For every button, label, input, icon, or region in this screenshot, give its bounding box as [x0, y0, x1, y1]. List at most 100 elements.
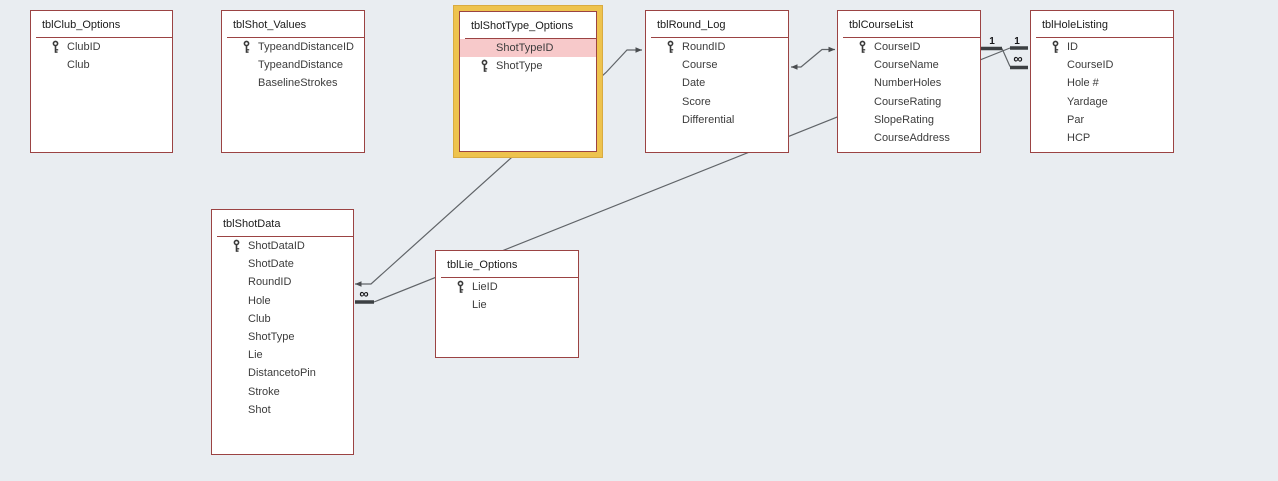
primary-key-icon [51, 40, 60, 54]
title-underline [1036, 37, 1173, 38]
field-row-differential[interactable]: Differential [646, 111, 788, 129]
field-row-shot[interactable]: Shot [212, 401, 353, 419]
field-name-label: ShotType [248, 331, 295, 344]
field-row-course[interactable]: Course [646, 56, 788, 74]
field-name-label: Shot [248, 403, 271, 416]
field-row-shottype[interactable]: ShotType [460, 57, 596, 75]
field-row-baselinestrokes[interactable]: BaselineStrokes [222, 74, 364, 92]
title-underline [217, 236, 353, 237]
field-row-shotdataid[interactable]: ShotDataID [212, 237, 353, 255]
primary-key-icon [1051, 40, 1060, 54]
field-name-label: Lie [472, 299, 487, 312]
field-name-label: ShotTypeID [496, 42, 554, 55]
field-row-hcp[interactable]: HCP [1031, 129, 1173, 147]
field-row-club[interactable]: Club [31, 56, 172, 74]
table-title-bar[interactable]: tblClub_Options [31, 11, 172, 38]
primary-key-icon [480, 59, 489, 73]
field-row-lie[interactable]: Lie [212, 346, 353, 364]
field-name-label: RoundID [682, 41, 726, 54]
table-name-label: tblCourseList [849, 19, 914, 31]
field-name-label: TypeandDistance [258, 59, 343, 72]
field-row-lieid[interactable]: LieID [436, 278, 578, 296]
primary-key-icon [666, 40, 675, 54]
table-title-bar[interactable]: tblLie_Options [436, 251, 578, 278]
field-name-label: TypeandDistanceID [258, 41, 354, 54]
field-row-courseid[interactable]: CourseID [838, 38, 980, 56]
field-row-yardage[interactable]: Yardage [1031, 93, 1173, 111]
cardinality-label: 1 [989, 36, 995, 47]
field-row-shottype[interactable]: ShotType [212, 328, 353, 346]
field-row-roundid[interactable]: RoundID [646, 38, 788, 56]
field-row-sloperating[interactable]: SlopeRating [838, 111, 980, 129]
field-name-label: Differential [682, 113, 735, 126]
table-name-label: tblClub_Options [42, 19, 121, 31]
field-row-id[interactable]: ID [1031, 38, 1173, 56]
relationship-line-shotdata-roundlog[interactable] [355, 47, 642, 287]
title-underline [227, 37, 364, 38]
field-name-label: CourseAddress [874, 132, 950, 145]
field-row-lie[interactable]: Lie [436, 296, 578, 314]
field-row-shottypeid[interactable]: ShotTypeID [460, 39, 596, 58]
table-title-bar[interactable]: tblRound_Log [646, 11, 788, 38]
table-name-label: tblHoleListing [1042, 19, 1109, 31]
field-row-hole[interactable]: Hole [212, 292, 353, 310]
field-name-label: ShotDataID [248, 240, 305, 253]
field-name-label: CourseID [874, 41, 921, 54]
field-name-label: CourseRating [874, 95, 942, 108]
field-row-courserating[interactable]: CourseRating [838, 93, 980, 111]
field-row-par[interactable]: Par [1031, 111, 1173, 129]
field-row-typeanddistanceid[interactable]: TypeandDistanceID [222, 38, 364, 56]
field-name-label: DistancetoPin [248, 367, 316, 380]
title-underline [843, 37, 980, 38]
field-name-label: Yardage [1067, 95, 1108, 108]
relationship-line-courselist-holelisting[interactable]: 1∞ [981, 36, 1028, 70]
field-name-label: Stroke [248, 385, 280, 398]
relationship-line-roundlog-courselist[interactable] [791, 46, 835, 70]
field-row-courseid[interactable]: CourseID [1031, 56, 1173, 74]
field-name-label: NumberHoles [874, 77, 942, 90]
table-title-bar[interactable]: tblShotData [212, 210, 353, 237]
field-row-roundid[interactable]: RoundID [212, 273, 353, 291]
field-row-typeanddistance[interactable]: TypeandDistance [222, 56, 364, 74]
table-title-bar[interactable]: tblHoleListing [1031, 11, 1173, 38]
field-name-label: HCP [1067, 132, 1091, 145]
table-title-bar[interactable]: tblShot_Values [222, 11, 364, 38]
field-name-label: ShotType [496, 60, 543, 73]
cardinality-label: 1 [1014, 36, 1020, 47]
field-row-club[interactable]: Club [212, 310, 353, 328]
field-row-hole-[interactable]: Hole # [1031, 74, 1173, 92]
table-name-label: tblShotType_Options [471, 20, 574, 32]
table-name-label: tblLie_Options [447, 259, 518, 271]
table-title-bar[interactable]: tblCourseList [838, 11, 980, 38]
field-row-coursename[interactable]: CourseName [838, 56, 980, 74]
table-name-label: tblShotData [223, 218, 281, 230]
field-name-label: SlopeRating [874, 113, 934, 126]
field-name-label: Hole # [1067, 77, 1099, 90]
field-row-stroke[interactable]: Stroke [212, 383, 353, 401]
field-row-distancetopin[interactable]: DistancetoPin [212, 364, 353, 382]
field-row-score[interactable]: Score [646, 93, 788, 111]
field-name-label: CourseID [1067, 59, 1114, 72]
table-name-label: tblShot_Values [233, 19, 307, 31]
field-name-label: ShotDate [248, 258, 294, 271]
field-row-shotdate[interactable]: ShotDate [212, 255, 353, 273]
primary-key-icon [242, 40, 251, 54]
field-name-label: Score [682, 95, 711, 108]
title-underline [651, 37, 788, 38]
field-row-date[interactable]: Date [646, 74, 788, 92]
table-title-bar[interactable]: tblShotType_Options [460, 12, 596, 39]
field-row-clubid[interactable]: ClubID [31, 38, 172, 56]
field-row-courseaddress[interactable]: CourseAddress [838, 129, 980, 147]
field-name-label: Course [682, 59, 718, 72]
field-row-numberholes[interactable]: NumberHoles [838, 74, 980, 92]
relationship-arrowhead-icon [635, 47, 642, 53]
